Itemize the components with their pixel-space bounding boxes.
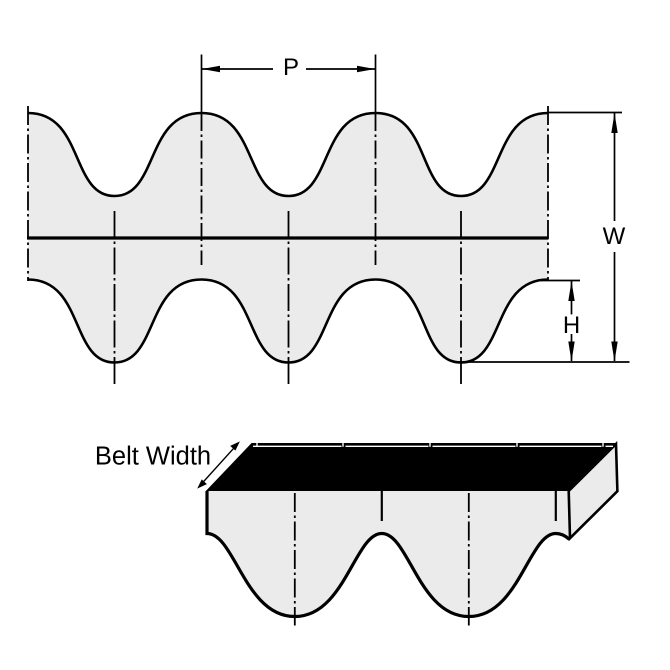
svg-text:W: W bbox=[603, 223, 626, 250]
svg-text:H: H bbox=[563, 312, 580, 339]
svg-text:P: P bbox=[283, 54, 299, 81]
svg-text:Belt Width: Belt Width bbox=[95, 443, 211, 471]
